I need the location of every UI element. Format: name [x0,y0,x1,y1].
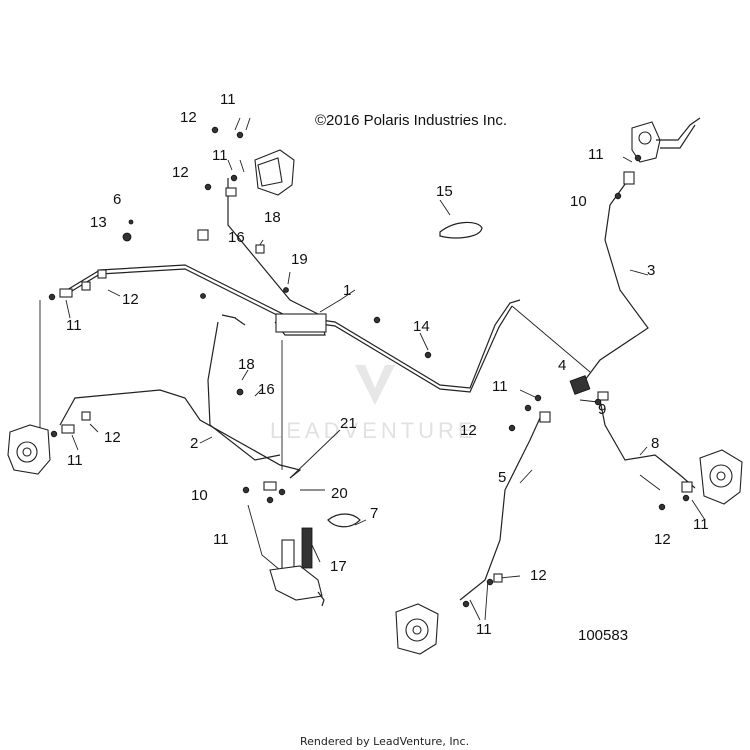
callout-11: 11 [220,91,236,108]
callout-15: 15 [436,183,453,200]
callout-12: 12 [122,291,139,308]
callout-11: 11 [492,378,508,395]
brake-line-1-upper [227,178,326,336]
brake-line-2 [59,389,302,479]
block-fitting [597,391,609,401]
callout-12: 12 [172,164,189,181]
master-cylinder-foot [269,539,325,607]
caliper-front-upper [254,149,295,196]
callout-16: 16 [258,381,275,398]
callout-20: 20 [331,485,348,502]
caliper-front-left [7,424,51,475]
callout-12: 12 [460,422,477,439]
callout-1: 1 [343,282,351,299]
callout-11: 11 [67,452,83,469]
callout-11: 11 [213,531,229,548]
callout-14: 14 [413,318,430,335]
callout-12: 12 [530,567,547,584]
footer-text: Rendered by LeadVenture, Inc. [300,735,469,748]
callout-11: 11 [212,147,228,164]
callout-19: 19 [291,251,308,268]
line-junction-clip [275,313,327,333]
leadventure-watermark: LEADVENTURE [270,365,477,443]
callout-8: 8 [651,435,659,452]
fittings [48,126,693,608]
distribution-block [569,375,591,395]
callout-9: 9 [598,401,606,418]
callout-18: 18 [238,356,255,373]
callout-12: 12 [104,429,121,446]
brake-line-5 [459,417,541,601]
diagram-number: 100583 [578,627,628,644]
callout-labels: 11 12 11 12 6 13 18 16 19 12 11 1 15 14 … [66,91,709,638]
callout-4: 4 [558,357,566,374]
vent-hose-15 [439,221,483,239]
callout-11: 11 [66,317,82,334]
caliper-rear-left [395,603,439,655]
callout-21: 21 [340,415,357,432]
master-cylinder-handlebar [631,117,701,163]
brake-line-3 [584,179,649,381]
callout-13: 13 [90,214,107,231]
callout-10: 10 [570,193,587,210]
callout-2: 2 [190,435,198,452]
brake-line-1 [61,264,521,389]
brake-line-8 [599,399,696,489]
callout-3: 3 [647,262,655,279]
watermark-text: LEADVENTURE [270,418,477,443]
reservoir-hose-17 [301,527,313,569]
callout-18: 18 [264,209,281,226]
vent-hose-7 [327,513,361,528]
callout-17: 17 [330,558,347,575]
callout-5: 5 [498,469,506,486]
callout-7: 7 [370,505,378,522]
caliper-rear-right [699,449,743,505]
callout-11: 11 [588,146,604,163]
callout-12: 12 [180,109,197,126]
callout-11: 11 [693,516,709,533]
callout-12: 12 [654,531,671,548]
callout-16: 16 [228,229,245,246]
callout-11: 11 [476,621,492,638]
callout-6: 6 [113,191,121,208]
copyright-text: ©2016 Polaris Industries Inc. [315,112,507,129]
leader-lines [39,117,706,621]
callout-10: 10 [191,487,208,504]
